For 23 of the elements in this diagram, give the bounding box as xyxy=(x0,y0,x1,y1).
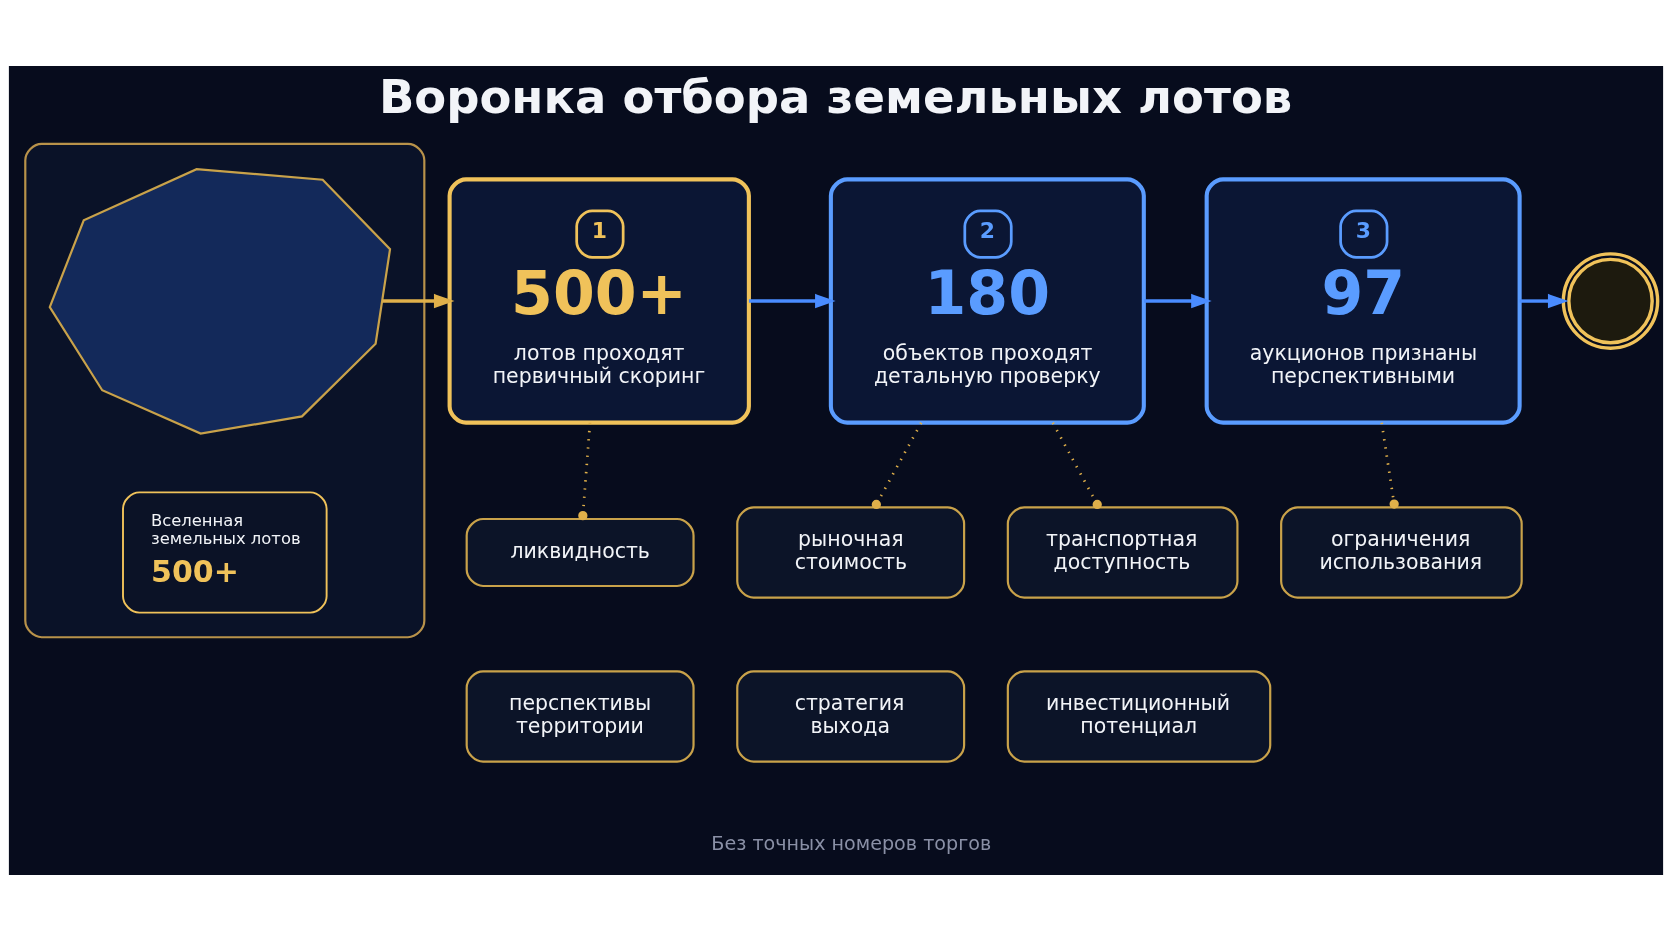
connector xyxy=(871,422,923,510)
diagram-title: Воронка отбора земельных лотов xyxy=(378,69,1293,124)
node-box: ликвидность xyxy=(465,517,695,588)
node-box: ограничения использования xyxy=(1280,506,1523,599)
node-box: рыночная стоимость xyxy=(736,506,966,599)
connector xyxy=(1051,422,1102,510)
arrow xyxy=(748,293,836,309)
connector xyxy=(1380,422,1399,509)
node-box: перспективы территории xyxy=(465,670,695,763)
arrow xyxy=(1519,293,1569,309)
node-circle xyxy=(1561,252,1660,350)
node-picture xyxy=(48,168,392,435)
connector xyxy=(578,422,592,521)
caption: Без точных номеров торгов xyxy=(711,831,992,855)
node-box: 2 180 объектов проходят детальную проверку xyxy=(828,177,1146,425)
node-box: транспортная доступность xyxy=(1006,506,1239,599)
node-box: инвестиционный потенциал xyxy=(1006,670,1272,763)
arrow xyxy=(1144,293,1212,309)
node-box: стратегия выхода xyxy=(736,670,966,763)
arrow xyxy=(382,293,455,309)
node-box: Вселенная земельных лотов 500+ xyxy=(122,491,328,614)
node-box: 3 97 аукционов признаны перспективными xyxy=(1204,177,1522,425)
node-box: 1 500+ лотов проходят первичный скоринг xyxy=(447,177,751,425)
